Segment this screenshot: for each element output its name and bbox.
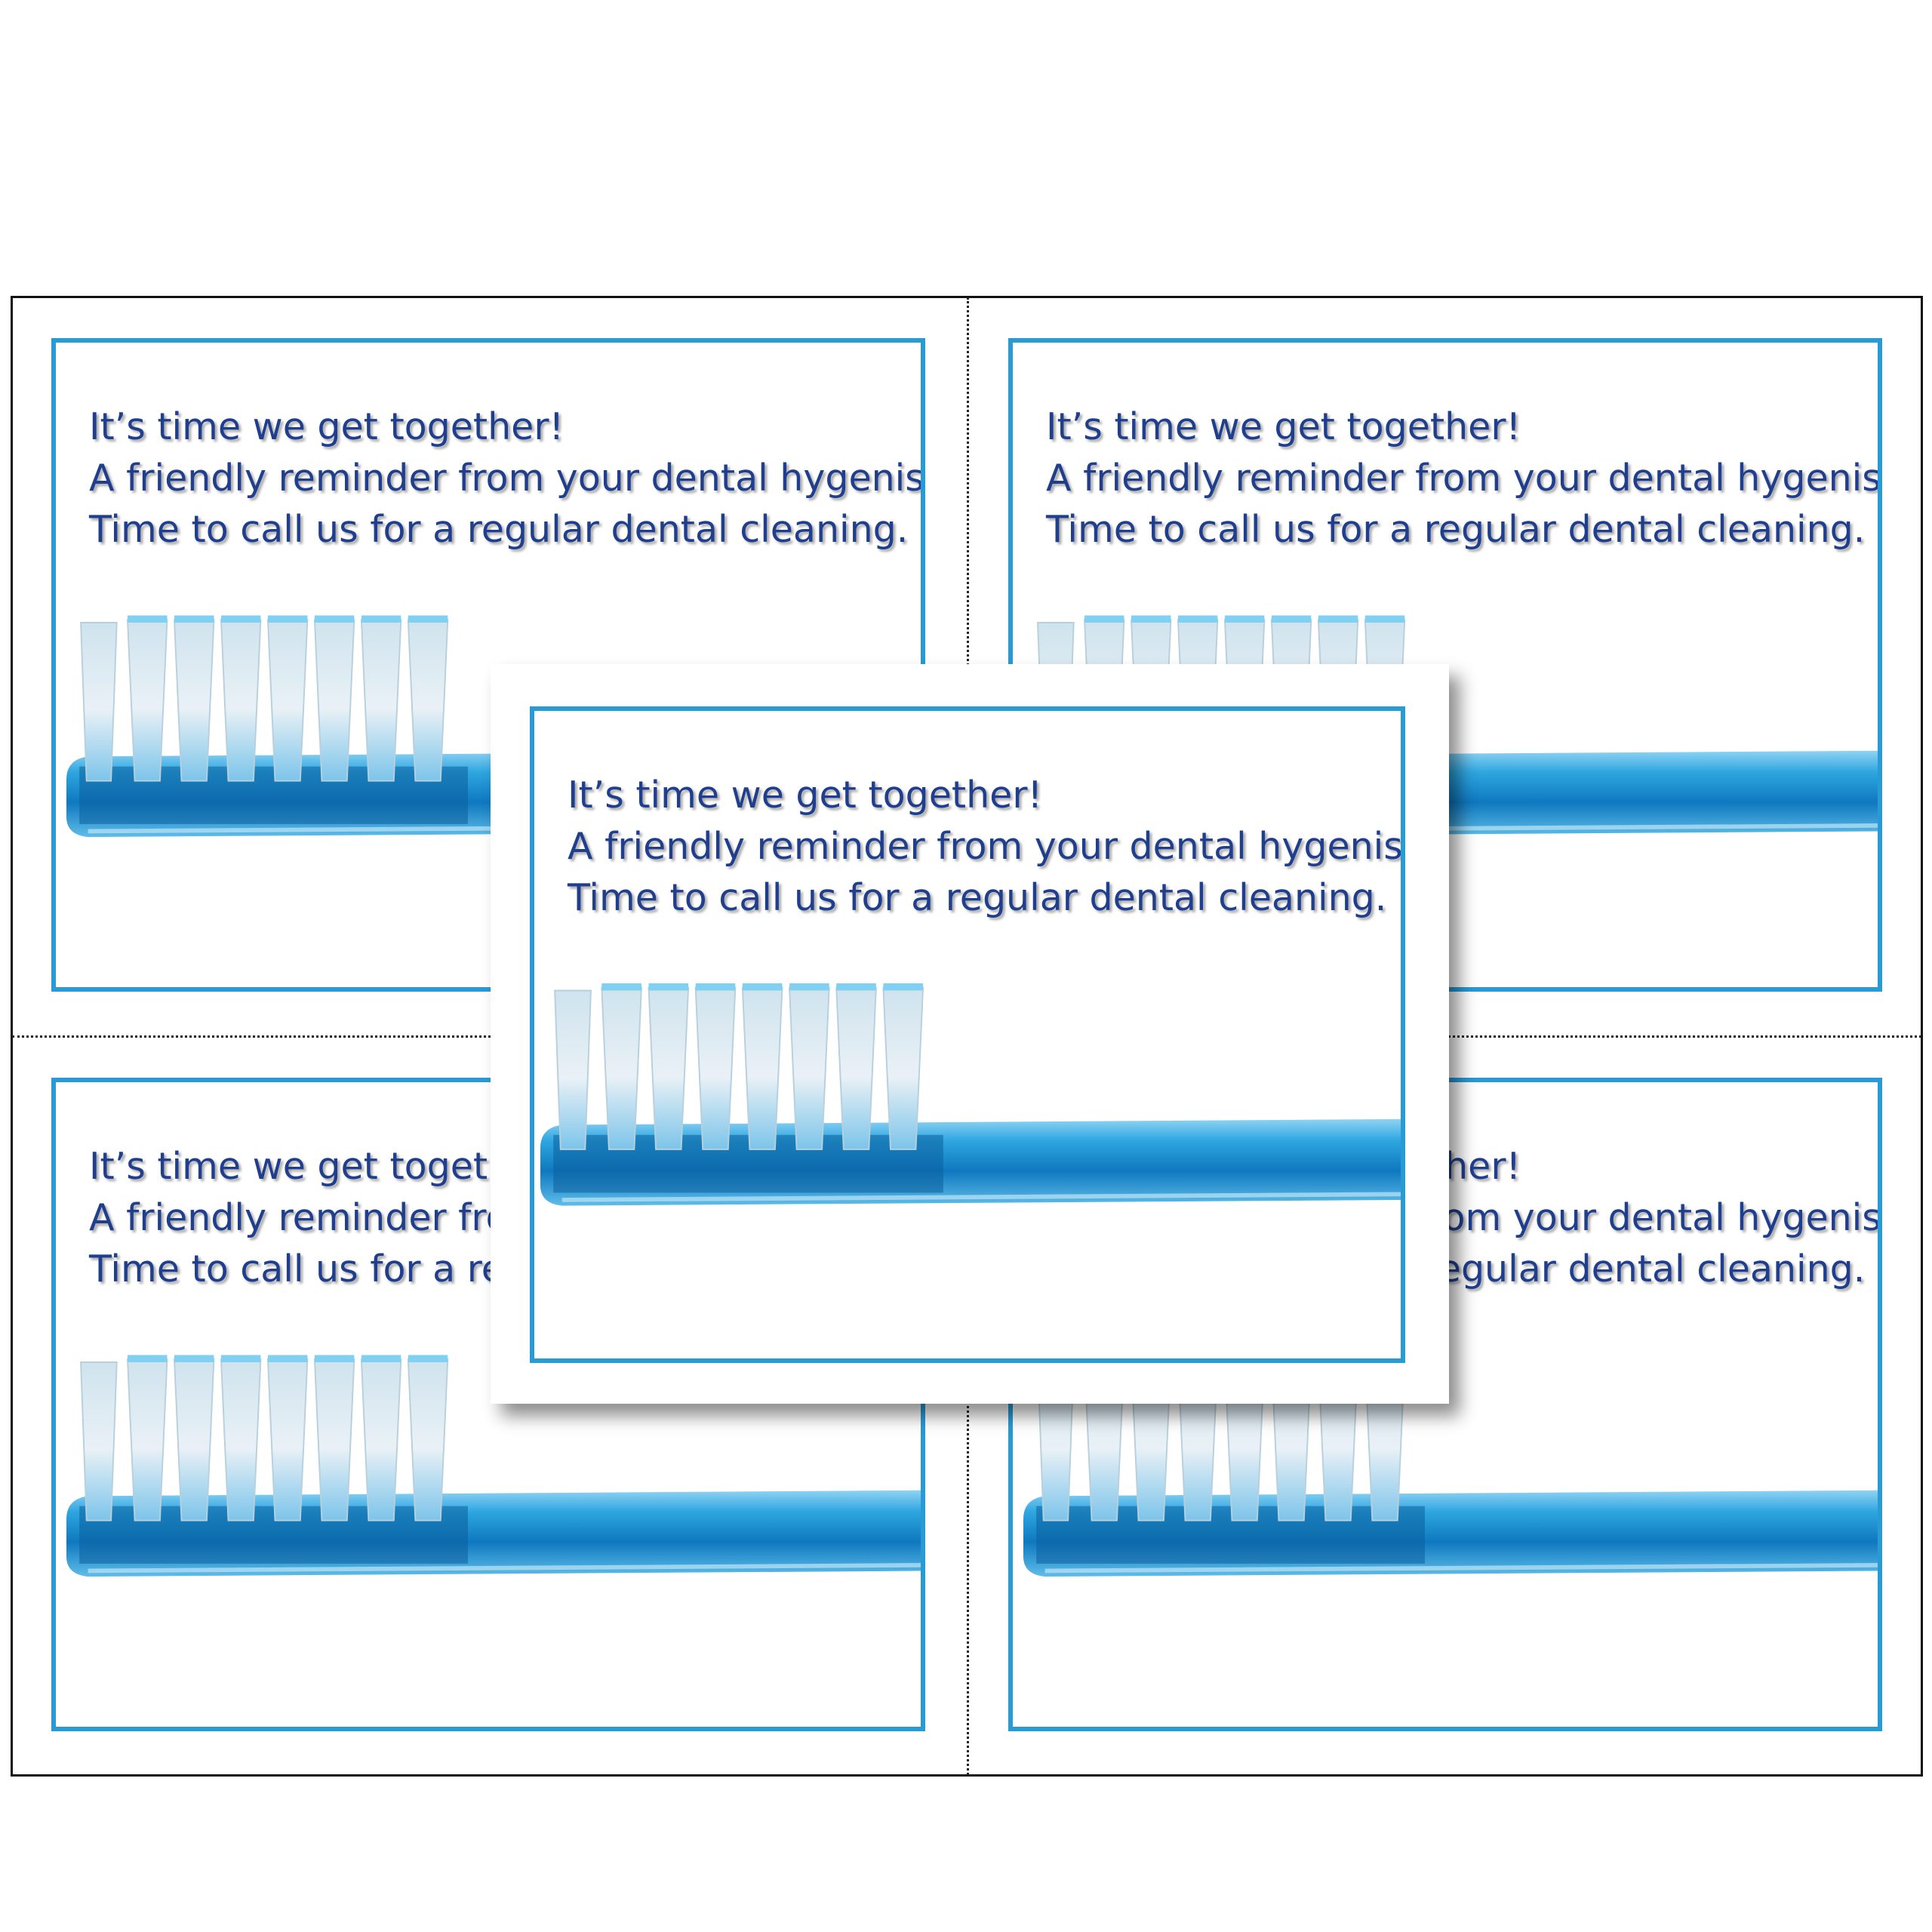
featured-postcard: It’s time we get together! A friendly re… xyxy=(491,664,1449,1404)
card-line-3: Time to call us for a regular dental cle… xyxy=(1046,508,1866,551)
card-line-2: A friendly reminder from your dental hyg… xyxy=(89,457,925,500)
card-line-1: It’s time we get together! xyxy=(89,405,565,448)
card-message: It’s time we get together! A friendly re… xyxy=(1046,401,1882,555)
card-message: It’s time we get together! A friendly re… xyxy=(568,770,1405,924)
card-line-3: Time to call us for a regular dental cle… xyxy=(89,508,909,551)
card-line-2: A friendly reminder from your dental hyg… xyxy=(1046,457,1882,500)
card-message: It’s time we get together! A friendly re… xyxy=(89,401,925,555)
reminder-card-top-left: It’s time we get together! A friendly re… xyxy=(51,338,925,992)
reminder-card-featured: It’s time we get together! A friendly re… xyxy=(530,706,1405,1363)
card-line-1: It’s time we get together! xyxy=(1046,405,1521,448)
card-line-2: A friendly reminder from your dental hyg… xyxy=(568,825,1405,868)
toothbrush-image xyxy=(540,978,1405,1220)
card-line-3: Time to call us for a regular dental cle… xyxy=(568,876,1387,919)
card-line-1: It’s time we get together! xyxy=(89,1145,565,1188)
card-line-1: It’s time we get together! xyxy=(568,774,1043,817)
